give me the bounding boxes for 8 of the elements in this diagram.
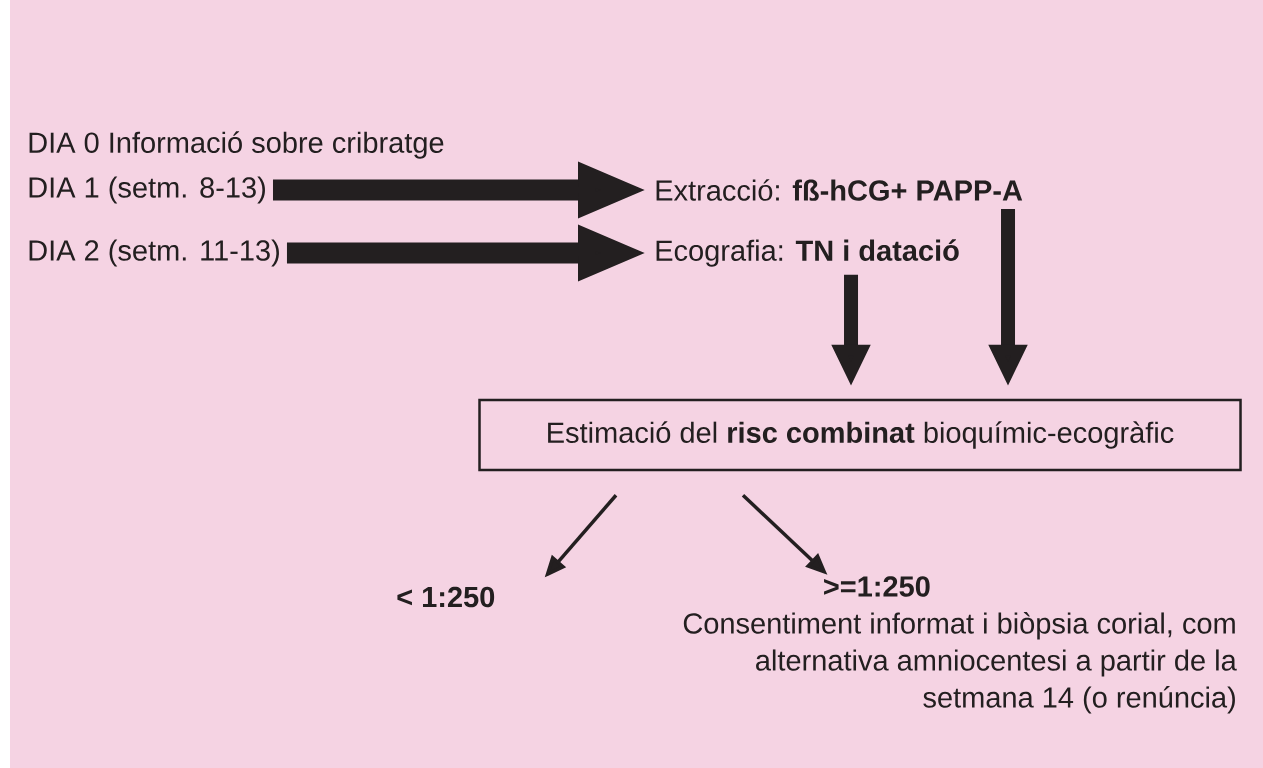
- step-text: DIA 2 (setm. 11-13): [29, 239, 279, 267]
- outcome-text: < 1:250: [397, 586, 495, 608]
- step-text: Ecografia: TN i datació: [656, 239, 959, 267]
- step-text: Extracció: fß-hCG+ PAPP-A: [656, 179, 1023, 201]
- outcome-text: >=1:250 Consentiment informat i biòpsia corial, com alternativa amniocentesi a partir de la setmana 14 (o renúncia): [683, 576, 1237, 714]
- process-box: Estimació del risc combinat bioquímic-ecogràfic: [478, 398, 1242, 472]
- heading-text: DIA 0 Informació sobre cribratge: [29, 131, 444, 159]
- step-text: DIA 1 (setm. 8-13): [29, 176, 265, 204]
